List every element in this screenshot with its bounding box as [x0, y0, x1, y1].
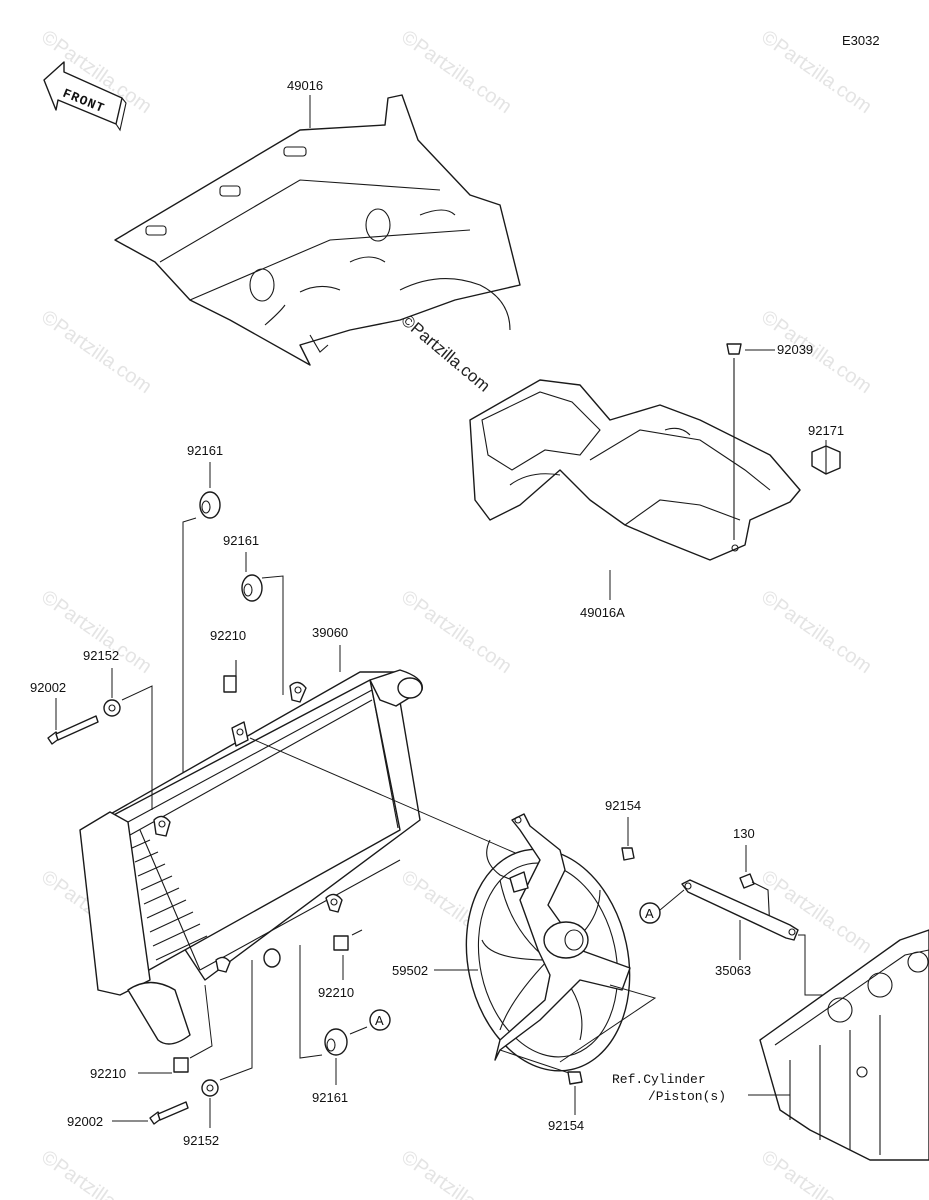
- watermark: ©Partzilla.com: [37, 306, 155, 398]
- nut-92210-lower-left: [173, 1057, 189, 1073]
- center-watermark: ©Partzilla.com: [397, 311, 493, 396]
- callout-a-lower: A: [369, 1009, 391, 1031]
- bolt-92002-upper: [47, 715, 99, 745]
- leader-nut-lower-left: [138, 984, 213, 1074]
- collar-92152-upper: [103, 699, 121, 717]
- watermark: ©Partzilla.com: [757, 306, 875, 398]
- cylinder-reference: [759, 929, 929, 1161]
- label-collar-lower: 92152: [183, 1133, 219, 1148]
- label-clamp: 92171: [808, 423, 844, 438]
- label-bolt-lower: 92002: [67, 1114, 103, 1129]
- label-fan-bolt-lower: 92154: [548, 1118, 584, 1133]
- label-grommet-top-1: 92161: [187, 443, 223, 458]
- label-bracket: 35063: [715, 963, 751, 978]
- label-cover-upper: 49016: [287, 78, 323, 93]
- upper-cover-49016: [114, 94, 521, 366]
- label-fan-assy: 59502: [392, 963, 428, 978]
- watermark: ©Partzilla.com: [37, 586, 155, 678]
- label-nut-upper: 92210: [210, 628, 246, 643]
- grommet-92161-top-1: [199, 491, 221, 519]
- leader-collar-upper: [111, 668, 153, 810]
- leader-grommet-top-1: [182, 462, 211, 810]
- label-bolt-upper: 92002: [30, 680, 66, 695]
- reference-note-line2: /Piston(s): [648, 1089, 726, 1104]
- clip-92039: [726, 343, 742, 540]
- leader-nut-lower-right: [342, 929, 363, 980]
- radiator-39060: [79, 669, 424, 1045]
- label-nut-lower-right: 92210: [318, 985, 354, 1000]
- leader-grommet-bottom: [299, 945, 368, 1085]
- bracket-35063: [681, 879, 799, 941]
- collar-92152-lower: [201, 1079, 219, 1097]
- watermark: ©Partzilla.com: [397, 26, 515, 118]
- watermark: ©Partzilla.com: [757, 586, 875, 678]
- fan-assembly-59502: [465, 813, 631, 1072]
- radiator-bottom-grommet: [263, 948, 281, 968]
- leader-bracket-callout: [659, 889, 685, 911]
- leader-grommet-top-2: [245, 552, 284, 695]
- leader-collar-lower: [209, 960, 253, 1128]
- callout-a-label: A: [645, 906, 654, 921]
- label-radiator: 39060: [312, 625, 348, 640]
- bolt-130: [739, 873, 771, 931]
- leader-fan-lower: [499, 984, 657, 1076]
- watermark: ©Partzilla.com: [37, 1146, 155, 1200]
- reference-note-line1: Ref.Cylinder: [612, 1072, 706, 1087]
- clamp-92171: [811, 445, 841, 475]
- label-grommet-bottom: 92161: [312, 1090, 348, 1105]
- label-collar-upper: 92152: [83, 648, 119, 663]
- bolt-92002-lower: [149, 1101, 189, 1125]
- watermark: ©Partzilla.com: [397, 586, 515, 678]
- nut-92210-upper: [223, 660, 237, 693]
- lower-cover-49016A: [469, 379, 801, 561]
- nut-92210-lower-right: [333, 935, 349, 951]
- leader-radiator-fan: [249, 737, 521, 856]
- fan-bolt-92154-lower: [567, 1071, 583, 1085]
- grommet-92161-top-2: [241, 574, 263, 602]
- grommet-92161-bottom: [324, 1028, 348, 1056]
- label-nut-lower-left: 92210: [90, 1066, 126, 1081]
- callout-a-upper: A: [639, 902, 661, 924]
- label-grommet-top-2: 92161: [223, 533, 259, 548]
- leader-bracket-cylinder: [798, 934, 830, 996]
- diagram-code: E3032: [842, 33, 880, 48]
- watermark: ©Partzilla.com: [397, 1146, 515, 1200]
- fan-bolt-92154-upper: [621, 847, 635, 861]
- label-bolt-130: 130: [733, 826, 755, 841]
- label-cover-lower: 49016A: [580, 605, 625, 620]
- label-fan-bolt-upper: 92154: [605, 798, 641, 813]
- label-clip: 92039: [777, 342, 813, 357]
- callout-a-label: A: [375, 1013, 384, 1028]
- watermark: ©Partzilla.com: [757, 866, 875, 958]
